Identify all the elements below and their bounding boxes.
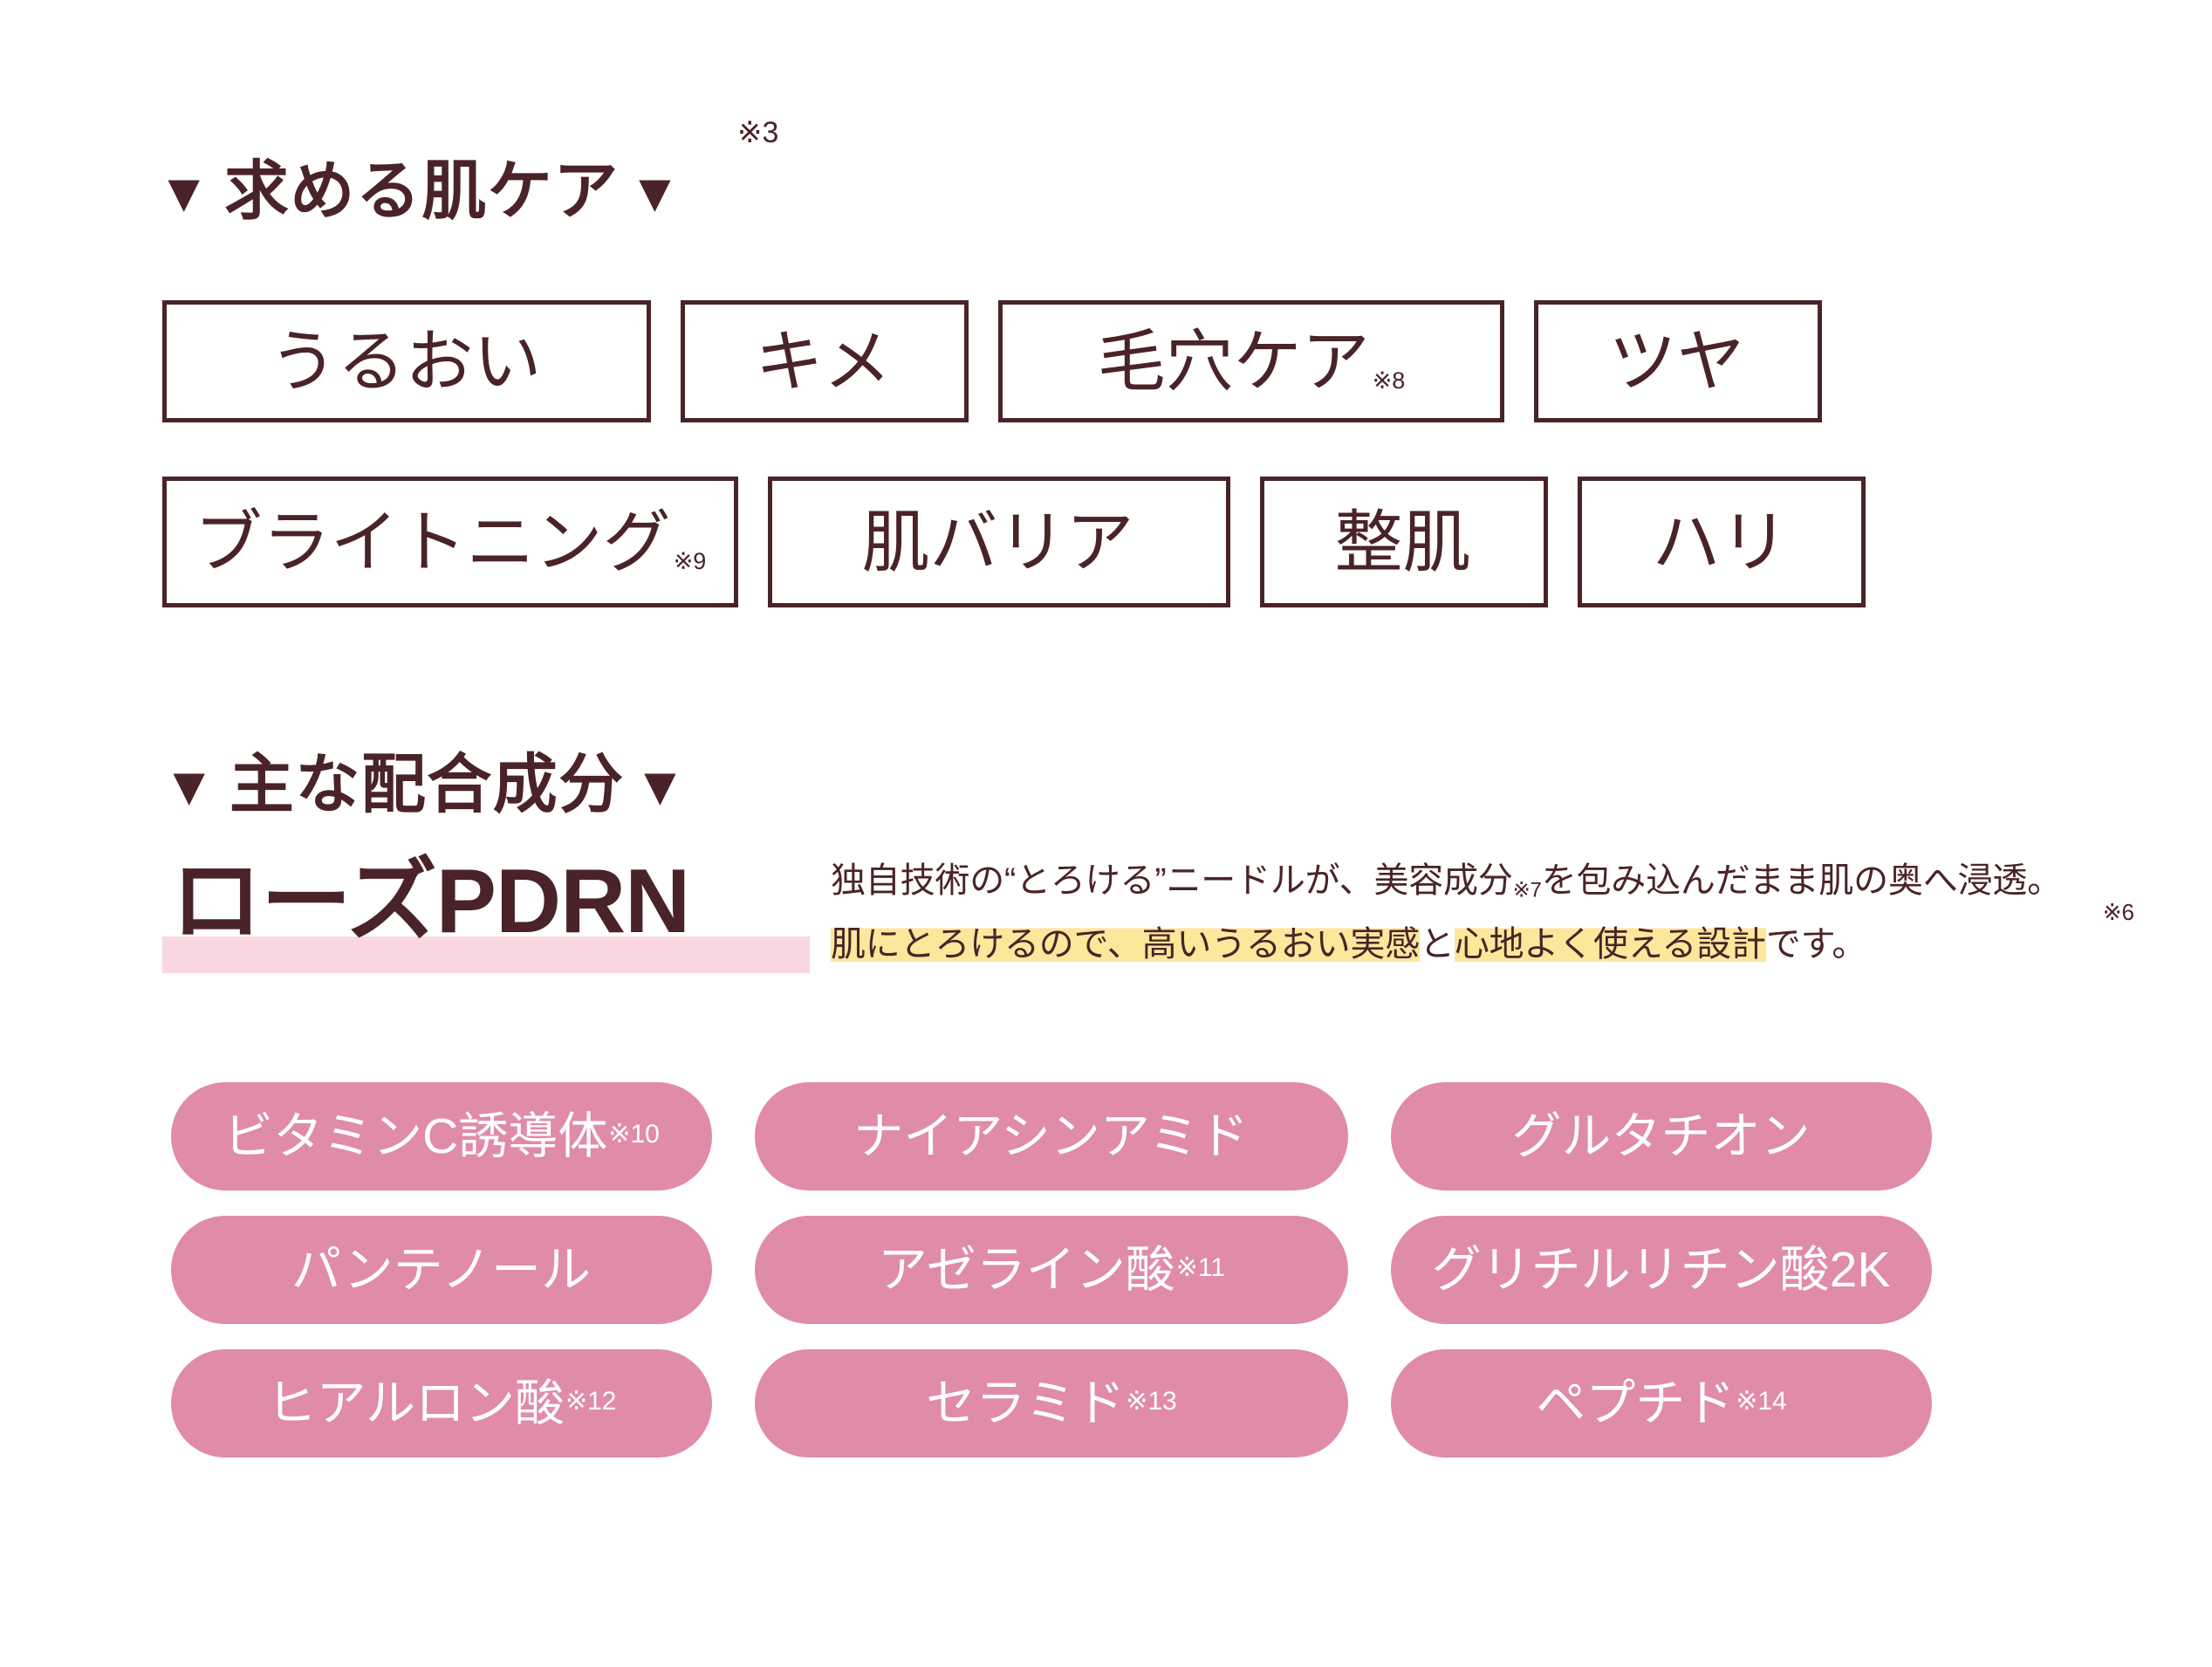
care-label-text: ハリ bbox=[1652, 504, 1789, 580]
care-heading-text: 求める肌ケア bbox=[223, 154, 620, 227]
ingredient-pill-grid: ビタミンC誘導体※10 ナイアシンアミド グルタチオン パンテノール アゼライン… bbox=[171, 1082, 1932, 1458]
ingredient-pill-glutathione: グルタチオン bbox=[1391, 1082, 1932, 1190]
care-box-firmness: ハリ bbox=[1578, 477, 1866, 607]
care-section-heading: ▼求める肌ケア▼ bbox=[157, 159, 683, 223]
description-line1-sup: ※7 bbox=[1512, 878, 1542, 902]
pill-label-text: ペプチド bbox=[1536, 1375, 1736, 1431]
description-line1-part2: を包み込んだまま肌の奥へ浸透。 bbox=[1541, 861, 2062, 900]
care-box-row-1: うるおい キメ 毛穴ケア※8 ツヤ bbox=[162, 300, 1822, 422]
care-label-sup: ※9 bbox=[673, 548, 707, 574]
ingredient-pill-hyaluronic-acid: ヒアルロン酸※12 bbox=[171, 1349, 712, 1458]
care-label-text: キメ bbox=[755, 323, 892, 400]
ingredient-pill-azelaic-acid: アゼライン酸※11 bbox=[755, 1216, 1348, 1324]
ingredient-pill-glycyrrhizate-2k: グリチルリチン酸2K bbox=[1391, 1216, 1932, 1324]
ingredient-pill-panthenol: パンテノール bbox=[171, 1216, 712, 1324]
description-line2-mid: と bbox=[1420, 925, 1455, 964]
pill-label-text: ヒアルロン酸 bbox=[266, 1375, 565, 1431]
feature-ingredient-footnote: ※3 bbox=[737, 116, 779, 149]
care-box-pore-care: 毛穴ケア※8 bbox=[998, 300, 1504, 422]
pill-label-text: パンテノール bbox=[291, 1241, 592, 1298]
feature-ingredient-block: ローズPDRN bbox=[162, 845, 825, 1011]
pill-label-text: ビタミンC誘導体 bbox=[223, 1108, 608, 1164]
care-box-brightening: ブライトニング※9 bbox=[162, 477, 738, 607]
pill-label-text: グルタチオン bbox=[1511, 1108, 1811, 1164]
care-box-skin-barrier: 肌バリア bbox=[768, 477, 1230, 607]
pill-label-text: セラミド bbox=[926, 1375, 1126, 1431]
triangle-right-icon: ▼ bbox=[633, 757, 688, 817]
care-box-gloss: ツヤ bbox=[1534, 300, 1822, 422]
care-label-text: 毛穴ケア bbox=[1097, 323, 1370, 400]
pill-label-sup: ※12 bbox=[565, 1386, 617, 1416]
care-label-text: ブライトニング bbox=[194, 504, 671, 580]
pill-label-sup: ※14 bbox=[1736, 1386, 1787, 1416]
feature-ingredient-title: ローズPDRN bbox=[171, 851, 690, 952]
description-line2-tail: です。 bbox=[1765, 925, 1867, 964]
care-box-row-2: ブライトニング※9 肌バリア 整肌 ハリ bbox=[162, 477, 1866, 607]
triangle-right-icon: ▼ bbox=[627, 163, 683, 223]
care-label-text: ツヤ bbox=[1608, 323, 1745, 400]
pill-label-sup: ※11 bbox=[1175, 1252, 1226, 1282]
ingredients-heading-text: 主な配合成分 bbox=[229, 748, 625, 820]
care-box-skin-conditioning: 整肌 bbox=[1260, 477, 1548, 607]
care-box-texture: キメ bbox=[681, 300, 969, 422]
description-line-2: 肌にとろけるので、高いうるおい実感と心地よく使える設計です。 bbox=[831, 917, 2140, 971]
description-line1-part1: 独自技術の“とろける”ニードルが、美容成分 bbox=[831, 861, 1513, 900]
feature-description: 独自技術の“とろける”ニードルが、美容成分※7を包み込んだまま肌の奥へ浸透。 肌… bbox=[831, 854, 2140, 971]
pill-label-sup: ※13 bbox=[1126, 1386, 1177, 1416]
care-label-text: 肌バリア bbox=[861, 504, 1134, 580]
triangle-left-icon: ▼ bbox=[162, 757, 217, 817]
ingredient-pill-peptide: ペプチド※14 bbox=[1391, 1349, 1932, 1458]
feature-title-highlight bbox=[162, 936, 810, 973]
pill-label-text: ナイアシンアミド bbox=[853, 1108, 1249, 1164]
pill-label-sup: ※10 bbox=[608, 1119, 660, 1149]
pill-label-text: アゼライン酸 bbox=[877, 1241, 1175, 1298]
description-highlight-3: 心地よく使える設計 bbox=[1454, 925, 1766, 964]
care-label-text: うるおい bbox=[269, 323, 542, 400]
care-label-text: 整肌 bbox=[1334, 504, 1471, 580]
care-box-moisture: うるおい bbox=[162, 300, 651, 422]
ingredient-pill-niacinamide: ナイアシンアミド bbox=[755, 1082, 1348, 1190]
pill-label-text: グリチルリチン酸2K bbox=[1431, 1241, 1891, 1298]
care-label-sup: ※8 bbox=[1372, 367, 1406, 394]
ingredient-pill-ceramide: セラミド※13 bbox=[755, 1349, 1348, 1458]
description-trailing-footnote: ※6 bbox=[2102, 899, 2134, 925]
ingredients-section-heading: ▼主な配合成分▼ bbox=[162, 752, 688, 817]
ingredient-pill-vitamin-c: ビタミンC誘導体※10 bbox=[171, 1082, 712, 1190]
triangle-left-icon: ▼ bbox=[157, 163, 212, 223]
description-line-1: 独自技術の“とろける”ニードルが、美容成分※7を包み込んだまま肌の奥へ浸透。 bbox=[831, 854, 2140, 917]
description-highlight-2: 高いうるおい実感 bbox=[1141, 925, 1421, 964]
description-highlight-1: 肌にとろけるので、 bbox=[831, 925, 1142, 964]
